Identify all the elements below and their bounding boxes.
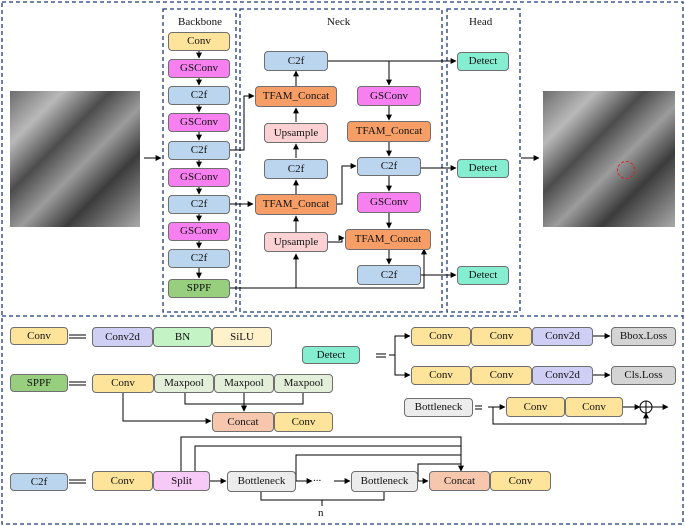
neck-tfam-right-bottom: TFAM_Concat: [345, 229, 431, 250]
legend-detect-conv-2a: Conv: [411, 366, 471, 385]
backbone-frame: [162, 8, 237, 313]
legend-sppf-maxpool-1: Maxpool: [154, 374, 214, 393]
neck-c2f-right-bottom: C2f: [357, 265, 421, 285]
neck-c2f-right-mid: C2f: [357, 157, 421, 176]
neck-gsconv-bottom: GSConv: [357, 192, 421, 213]
neck-upsample-bottom: Upsample: [264, 232, 328, 252]
backbone-conv: Conv: [168, 32, 230, 51]
legend-detect-conv2d-2: Conv2d: [532, 366, 593, 385]
legend-sppf-conv: Conv: [92, 374, 154, 393]
legend-detect-conv-1b: Conv: [471, 327, 532, 346]
head-title: Head: [469, 16, 493, 28]
equals-sign-conv: =: [74, 328, 81, 344]
neck-upsample-top: Upsample: [264, 123, 328, 143]
legend-c2f-ellipsis: ...: [313, 472, 322, 484]
input-satellite-image: [10, 91, 140, 227]
neck-tfam-mid: TFAM_Concat: [255, 194, 337, 215]
legend-conv-silu: SiLU: [212, 327, 272, 347]
backbone-c2f-3: C2f: [168, 195, 230, 214]
legend-c2f-split: Split: [153, 471, 210, 491]
output-satellite-image: [543, 91, 675, 227]
legend-c2f-bottleneck-1: Bottleneck: [227, 471, 296, 492]
backbone-gsconv-3: GSConv: [168, 168, 230, 187]
backbone-gsconv-1: GSConv: [168, 59, 230, 78]
neck-gsconv-top: GSConv: [357, 86, 421, 106]
backbone-sppf: SPPF: [168, 279, 230, 298]
legend-bottleneck-conv-2: Conv: [565, 397, 623, 417]
legend-c2f-bottleneck-n: Bottleneck: [351, 471, 418, 492]
legend-cls-loss: Cls.Loss: [611, 366, 676, 385]
neck-c2f-mid: C2f: [264, 159, 328, 179]
backbone-gsconv-4: GSConv: [168, 222, 230, 241]
legend-detect-conv-1a: Conv: [411, 327, 471, 346]
legend-conv-conv2d: Conv2d: [92, 327, 153, 347]
legend-sppf: SPPF: [10, 374, 68, 392]
neck-title: Neck: [327, 16, 351, 28]
head-frame: [446, 8, 521, 313]
legend-bottleneck-conv-1: Conv: [506, 397, 565, 417]
neck-frame: [239, 8, 443, 313]
equals-sign-detect: =: [378, 347, 385, 363]
neck-c2f-top: C2f: [264, 51, 328, 71]
equals-sign-bottleneck: =: [476, 399, 483, 415]
backbone-c2f-1: C2f: [168, 86, 230, 105]
detection-bbox: [617, 161, 635, 179]
legend-conv-bn: BN: [153, 327, 212, 347]
backbone-c2f-2: C2f: [168, 141, 230, 160]
legend-detect-conv-2b: Conv: [471, 366, 532, 385]
legend-c2f-conv: Conv: [92, 471, 153, 491]
equals-sign-c2f: =: [74, 473, 81, 489]
backbone-gsconv-2: GSConv: [168, 113, 230, 132]
legend-c2f: C2f: [10, 473, 68, 491]
head-detect-bottom: Detect: [457, 266, 509, 285]
plus-symbol: +: [642, 399, 649, 415]
legend-bbox-loss: Bbox.Loss: [611, 327, 676, 346]
legend-sppf-maxpool-3: Maxpool: [274, 374, 333, 393]
legend-c2f-concat: Concat: [429, 471, 490, 491]
neck-tfam-top: TFAM_Concat: [255, 86, 337, 107]
legend-conv: Conv: [10, 327, 68, 345]
legend-sppf-concat: Concat: [212, 412, 274, 432]
backbone-c2f-4: C2f: [168, 249, 230, 268]
legend-bottleneck: Bottleneck: [404, 398, 473, 417]
head-detect-mid: Detect: [457, 159, 509, 178]
backbone-title: Backbone: [178, 16, 222, 28]
legend-c2f-n-label: n: [318, 507, 324, 519]
legend-detect-conv2d-1: Conv2d: [532, 327, 593, 346]
head-detect-top: Detect: [457, 52, 509, 71]
legend-sppf-conv-out: Conv: [274, 412, 333, 432]
equals-sign-sppf: =: [74, 375, 81, 391]
legend-c2f-conv-out: Conv: [490, 471, 551, 491]
legend-detect: Detect: [302, 346, 360, 364]
neck-tfam-right-top: TFAM_Concat: [347, 121, 431, 142]
legend-sppf-maxpool-2: Maxpool: [214, 374, 274, 393]
